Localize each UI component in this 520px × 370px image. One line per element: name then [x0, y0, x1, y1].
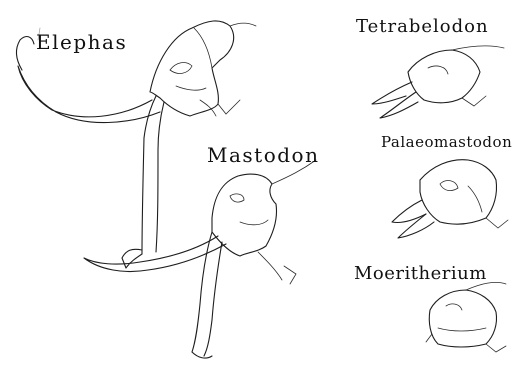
- mastodon-label: Mastodon: [207, 143, 319, 167]
- palaeomastodon-label: Palaeomastodon: [381, 133, 512, 151]
- elephas-label: Elephas: [36, 30, 127, 54]
- tetrabelodon-skull-drawing: [372, 46, 504, 118]
- moeritherium-skull-drawing: [426, 282, 506, 352]
- palaeomastodon-skull-drawing: [392, 160, 508, 238]
- mastodon-skull-drawing: [84, 160, 316, 358]
- tetrabelodon-label: Tetrabelodon: [356, 16, 489, 37]
- moeritherium-label: Moeritherium: [354, 263, 487, 284]
